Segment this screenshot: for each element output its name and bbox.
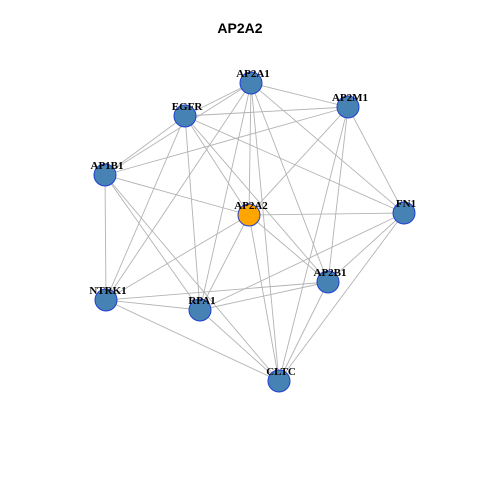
node-label-ap2m1: AP2M1 bbox=[332, 92, 368, 104]
node-label-ntrk1: NTRK1 bbox=[89, 285, 126, 297]
edge-ap2a2-cltc bbox=[248, 214, 280, 382]
edge-fn1-ap2b1 bbox=[327, 212, 405, 283]
edge-egfr-fn1 bbox=[184, 115, 405, 214]
edge-ap2m1-ap2b1 bbox=[327, 106, 349, 283]
edge-ap2a1-ap2m1 bbox=[250, 82, 349, 108]
node-label-ap2a2: AP2A2 bbox=[234, 200, 268, 212]
node-ap2a2 bbox=[237, 203, 261, 227]
edge-ap2a1-fn1 bbox=[250, 82, 405, 214]
node-ap2a1 bbox=[239, 71, 263, 95]
edge-ap1b1-rpa1 bbox=[104, 174, 201, 311]
node-label-rpa1: RPA1 bbox=[188, 295, 215, 307]
node-label-ap2b1: AP2B1 bbox=[314, 267, 347, 279]
node-cltc bbox=[267, 369, 291, 393]
edge-ap2b1-rpa1 bbox=[199, 281, 329, 311]
edge-ap2a1-ntrk1 bbox=[105, 82, 252, 301]
node-ap2m1 bbox=[336, 95, 360, 119]
edge-ap2a1-egfr bbox=[184, 82, 252, 117]
node-label-cltc: CLTC bbox=[266, 366, 296, 378]
node-label-ap2a1: AP2A1 bbox=[236, 68, 270, 80]
diagram-title: AP2A2 bbox=[217, 20, 263, 36]
edge-ntrk1-rpa1 bbox=[105, 299, 201, 311]
node-egfr bbox=[173, 104, 197, 128]
edge-egfr-ap1b1 bbox=[104, 115, 186, 176]
edge-ap2m1-cltc bbox=[278, 106, 349, 382]
edge-ap2a2-ntrk1 bbox=[105, 214, 250, 301]
node-label-fn1: FN1 bbox=[396, 198, 416, 210]
edge-egfr-ap2b1 bbox=[184, 115, 329, 283]
edge-ap2a2-ap2b1 bbox=[248, 214, 329, 283]
edge-ap2a2-rpa1 bbox=[199, 214, 250, 311]
edge-ap2a1-rpa1 bbox=[199, 82, 252, 311]
node-ap2b1 bbox=[316, 270, 340, 294]
node-label-egfr: EGFR bbox=[172, 101, 204, 113]
node-ap1b1 bbox=[93, 163, 117, 187]
edge-egfr-rpa1 bbox=[184, 115, 201, 311]
edge-layer bbox=[104, 82, 405, 382]
edge-egfr-ap2a2 bbox=[184, 115, 250, 216]
node-rpa1 bbox=[188, 298, 212, 322]
edge-ap2m1-fn1 bbox=[347, 106, 405, 214]
edge-ntrk1-cltc bbox=[105, 299, 280, 382]
node-fn1 bbox=[392, 201, 416, 225]
node-ntrk1 bbox=[94, 288, 118, 312]
edge-ap1b1-ap2a2 bbox=[104, 174, 250, 216]
edge-ap2b1-ntrk1 bbox=[105, 281, 329, 301]
edge-ap2a2-fn1 bbox=[248, 212, 405, 216]
edge-ap1b1-ntrk1 bbox=[104, 174, 107, 301]
node-label-ap1b1: AP1B1 bbox=[91, 160, 124, 172]
edge-ap1b1-cltc bbox=[104, 174, 280, 382]
edge-ap2m1-ap1b1 bbox=[104, 106, 349, 176]
edge-ap2a1-ap1b1 bbox=[104, 82, 252, 176]
edge-ap2m1-egfr bbox=[184, 106, 349, 117]
edge-egfr-ntrk1 bbox=[105, 115, 186, 301]
edge-ap2a1-ap2a2 bbox=[248, 82, 252, 216]
edge-rpa1-cltc bbox=[199, 309, 280, 382]
edge-ap2b1-cltc bbox=[278, 281, 329, 382]
node-layer bbox=[93, 71, 416, 393]
edge-ap2a1-ap2b1 bbox=[250, 82, 329, 283]
edge-ap2m1-ap2a2 bbox=[248, 106, 349, 216]
edge-fn1-rpa1 bbox=[199, 212, 405, 311]
edge-ap2a1-cltc bbox=[250, 82, 280, 382]
edge-fn1-cltc bbox=[278, 212, 405, 382]
